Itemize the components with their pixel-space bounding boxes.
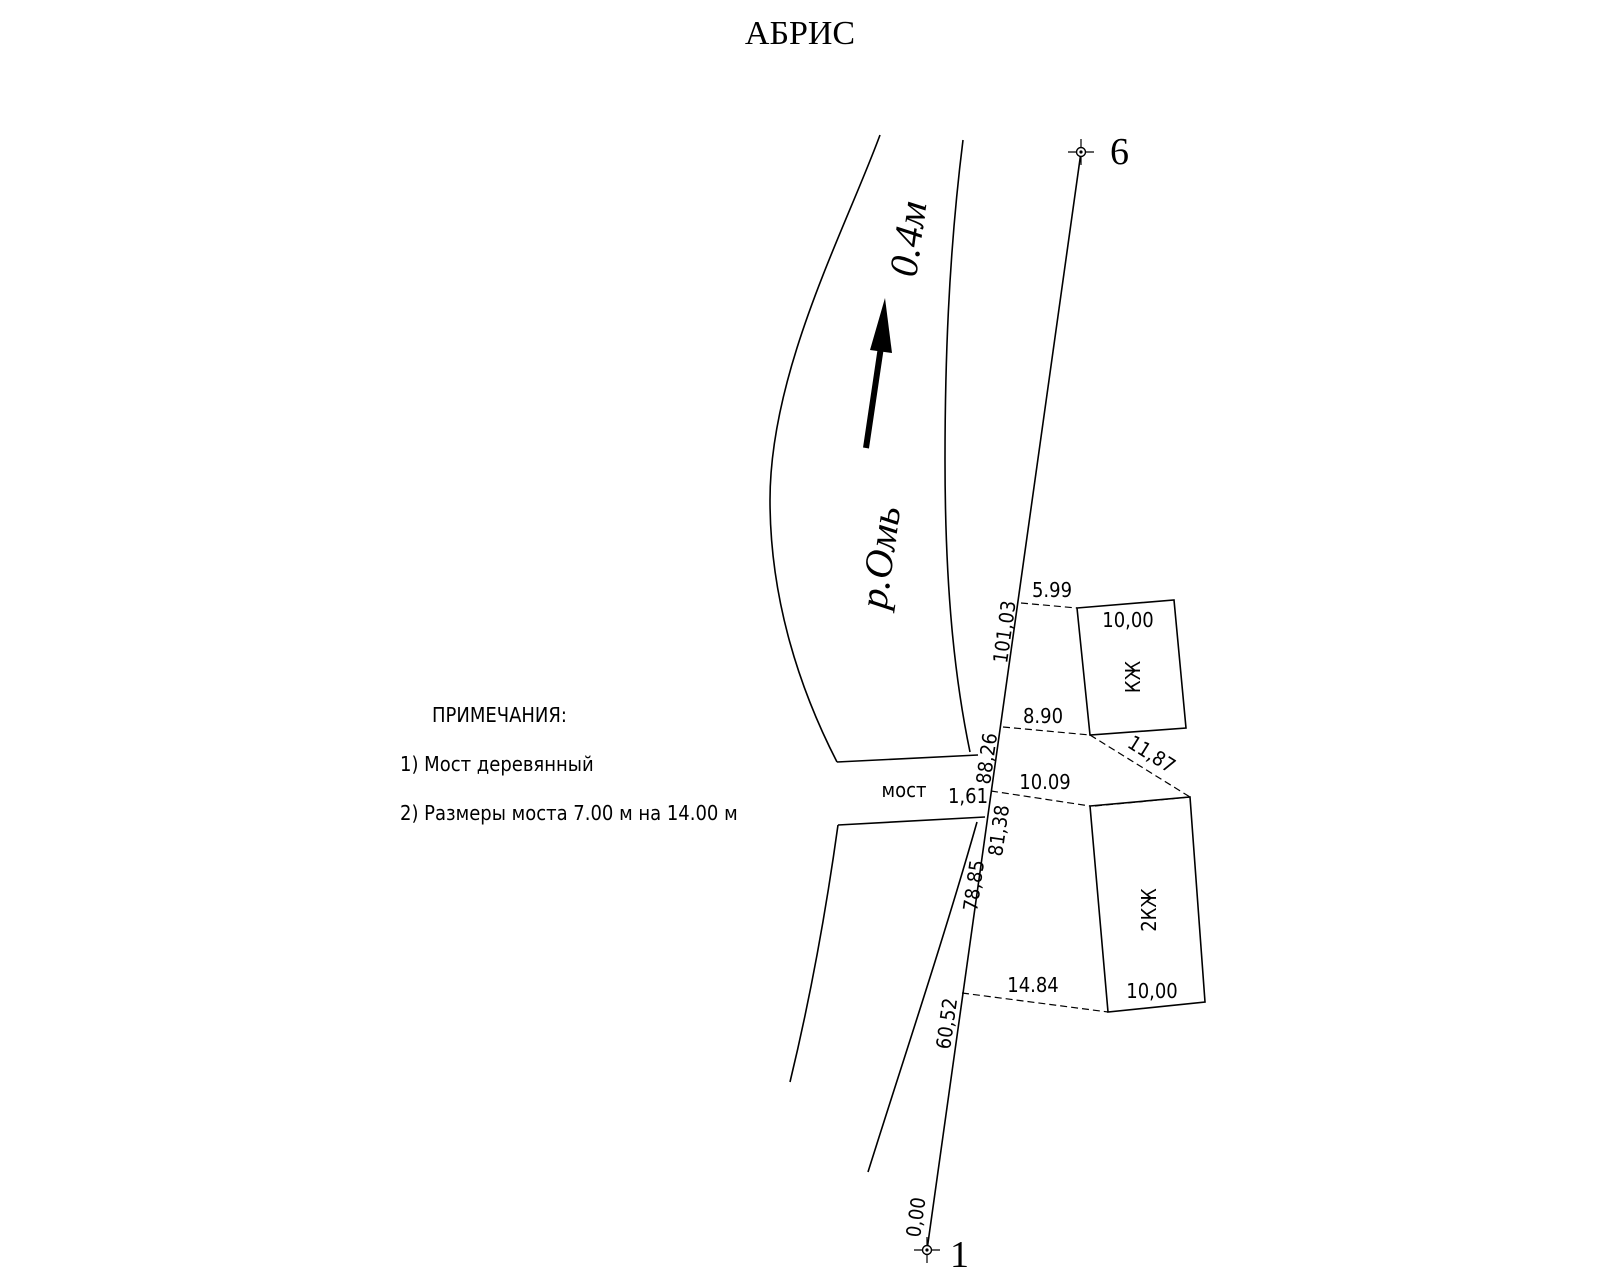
- offset-line-1: [1020, 602, 1078, 609]
- offset-line-2: [1002, 726, 1091, 736]
- river-lower-left-bank: [789, 824, 839, 1083]
- station-label-6: 6: [1110, 131, 1129, 173]
- river-speed: 0.4м: [880, 198, 935, 279]
- bridge-label: мост: [882, 778, 927, 802]
- chainage-label-6: 101,03: [988, 599, 1021, 665]
- chainage-label-4: 1,61: [948, 784, 988, 808]
- building-kzh-label: КЖ: [1121, 660, 1145, 693]
- bridge-bottom-edge: [837, 816, 986, 826]
- page-title: АБРИС: [745, 15, 855, 52]
- chainage-label-0: 0,00: [901, 1196, 930, 1239]
- offset-line-4: [961, 992, 1109, 1013]
- river-left-bank: [769, 134, 881, 763]
- offset-line-connector: [1094, 796, 1191, 807]
- notes-item-2: 2) Размеры моста 7.00 м на 14.00 м: [400, 801, 738, 825]
- river-right-bank: [944, 139, 971, 753]
- traverse-line: [926, 151, 1082, 1251]
- offset-label-1: 5.99: [1032, 578, 1072, 602]
- offset-label-4: 14.84: [1007, 973, 1059, 997]
- station-point-1: [914, 1237, 940, 1263]
- river-lower-right-bank: [867, 821, 978, 1173]
- station-label-1: 1: [950, 1234, 969, 1276]
- chainage-label-5: 88,26: [971, 731, 1002, 785]
- bridge-top-edge: [836, 754, 979, 763]
- offset-label-2: 8.90: [1023, 704, 1063, 728]
- chainage-label-1: 60,52: [931, 996, 962, 1050]
- notes-item-1: 1) Мост деревянный: [400, 752, 594, 776]
- building-2kzh-label: 2КЖ: [1137, 888, 1161, 932]
- chainage-label-2: 78,85: [958, 858, 989, 912]
- flow-arrow: [863, 298, 892, 449]
- offset-label-3: 10.09: [1019, 770, 1071, 794]
- station-point-6: [1068, 139, 1094, 165]
- building-kzh: [1076, 599, 1187, 736]
- river-name: р.Омь: [850, 503, 909, 614]
- building-2kzh-width: 10,00: [1126, 979, 1178, 1003]
- notes-heading: ПРИМЕЧАНИЯ:: [432, 703, 567, 727]
- offset-line-diagonal: [1089, 734, 1191, 798]
- offset-label-diagonal: 11,87: [1124, 730, 1180, 778]
- offset-line-3: [990, 790, 1091, 807]
- building-kzh-width: 10,00: [1102, 608, 1154, 632]
